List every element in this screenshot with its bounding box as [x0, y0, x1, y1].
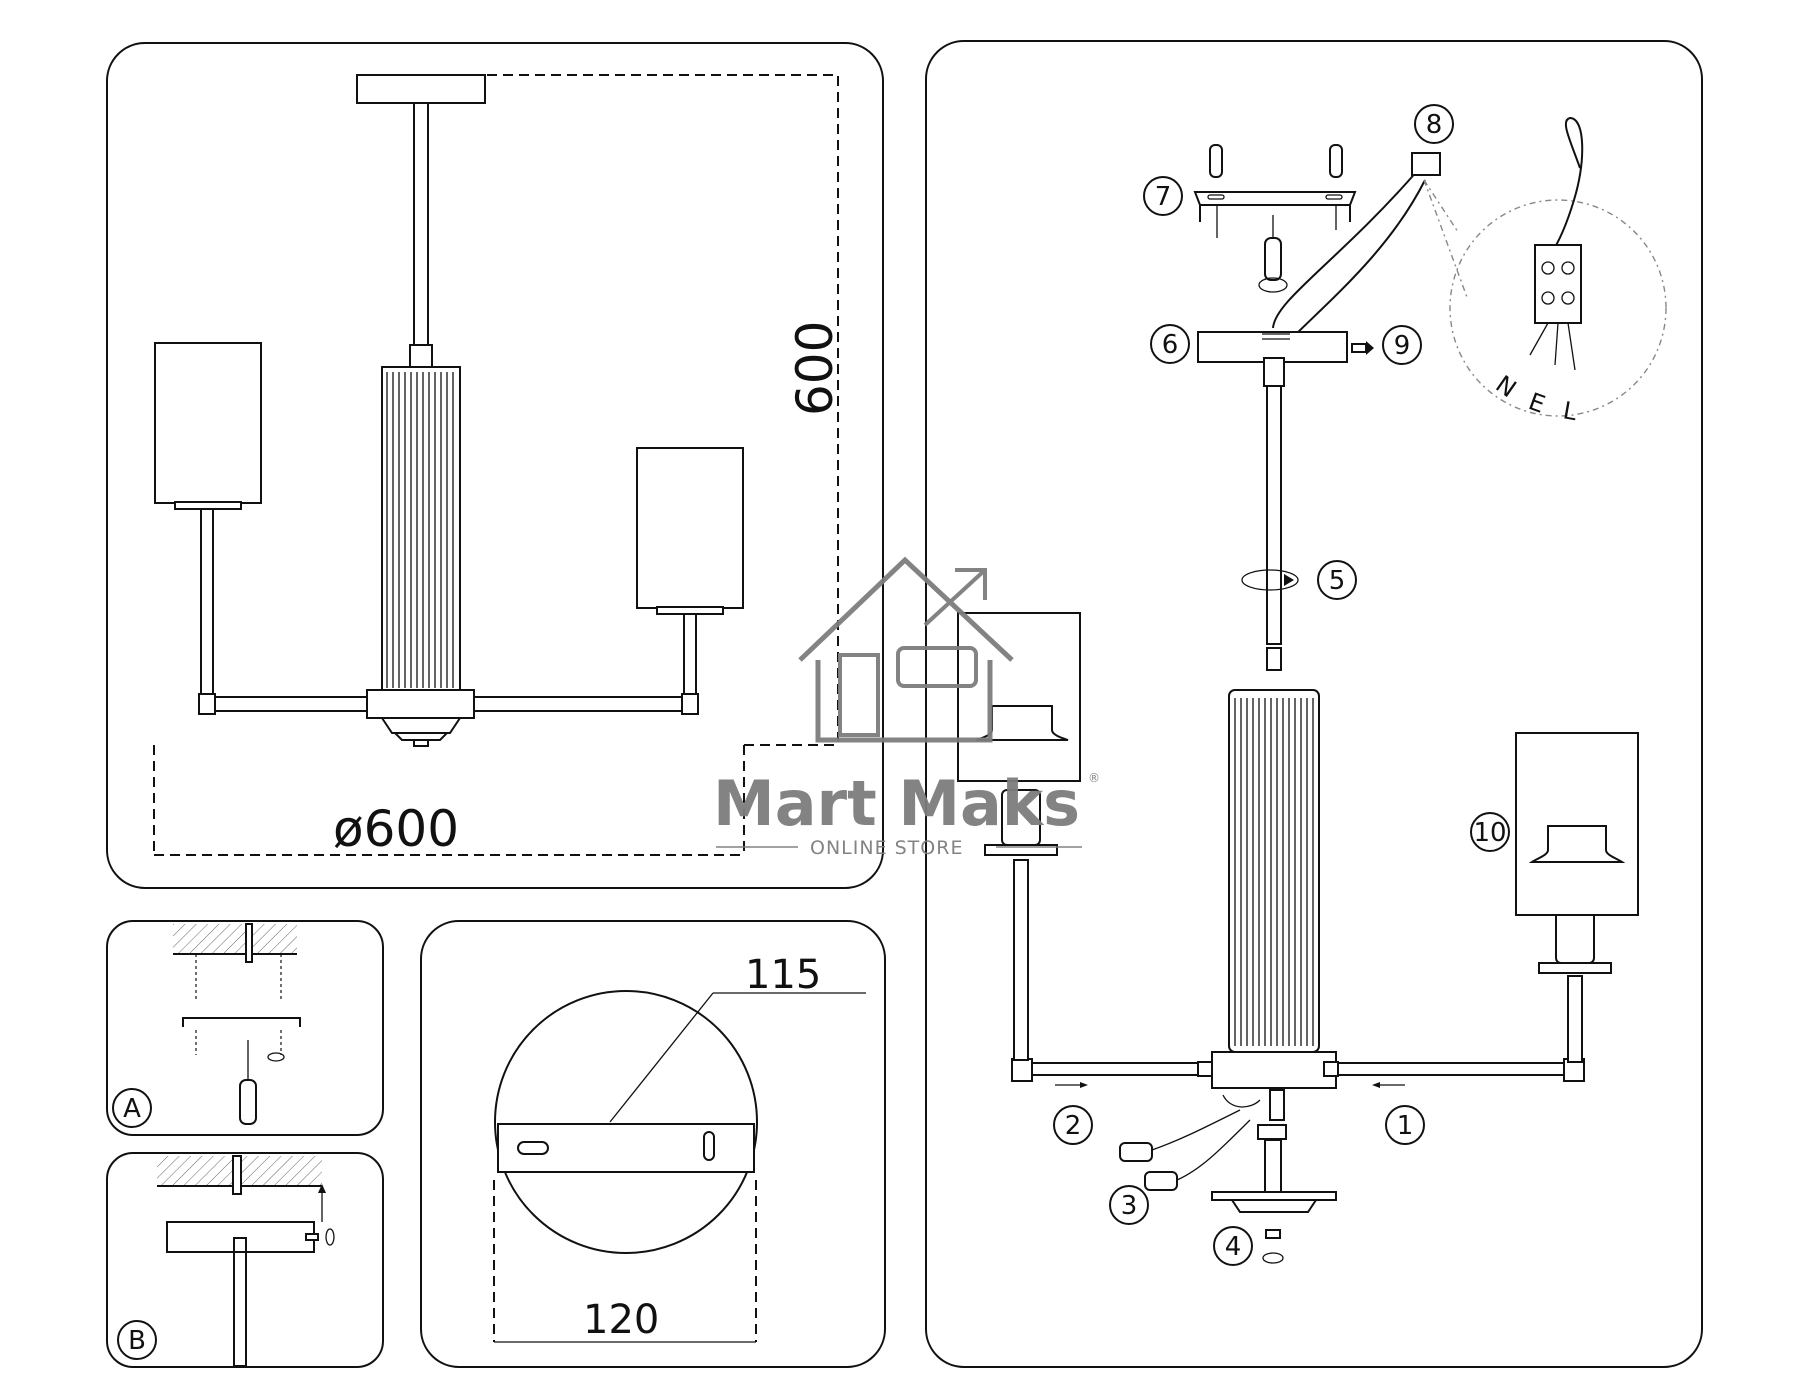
part-4-label: 4: [1225, 1232, 1242, 1262]
part-8-label: 8: [1426, 110, 1443, 140]
terminal-n: N: [1491, 370, 1522, 403]
canopy-panel: 115 120: [420, 920, 886, 1368]
plate-length-dimension: 115: [745, 952, 821, 998]
watermark-registered: ®: [1088, 771, 1100, 785]
part-2-label: 2: [1065, 1111, 1082, 1141]
part-7-label: 7: [1155, 182, 1172, 212]
watermark-brand: Mart Maks: [713, 767, 1080, 840]
watermark-tagline: ONLINE STORE: [810, 837, 963, 859]
part-10-label: 10: [1473, 818, 1506, 848]
height-dimension: 600: [786, 321, 844, 416]
terminal-e: E: [1525, 387, 1549, 419]
step-b-label: B: [128, 1326, 146, 1356]
exploded-fluted-column: [1228, 689, 1320, 1053]
part-6-label: 6: [1162, 330, 1179, 360]
fluted-column: [381, 366, 461, 693]
step-a-label: A: [123, 1094, 141, 1124]
part-9-label: 9: [1394, 331, 1411, 361]
house-logo-icon: [798, 556, 1014, 743]
step-b-panel: B: [106, 1152, 384, 1368]
diameter-dimension: ø600: [333, 800, 459, 858]
exploded-view-panel: 7 8 N E L 6 9: [925, 40, 1703, 1368]
step-a-panel: A: [106, 920, 384, 1136]
terminal-l: L: [1561, 396, 1580, 426]
watermark: Mart Maks ® ONLINE STORE: [713, 556, 1100, 859]
canopy-diameter-dimension: 120: [583, 1297, 659, 1343]
part-3-label: 3: [1121, 1191, 1138, 1221]
part-1-label: 1: [1397, 1111, 1414, 1141]
dimensions-panel: 600 ø600: [106, 42, 884, 889]
part-5-label: 5: [1329, 566, 1346, 596]
